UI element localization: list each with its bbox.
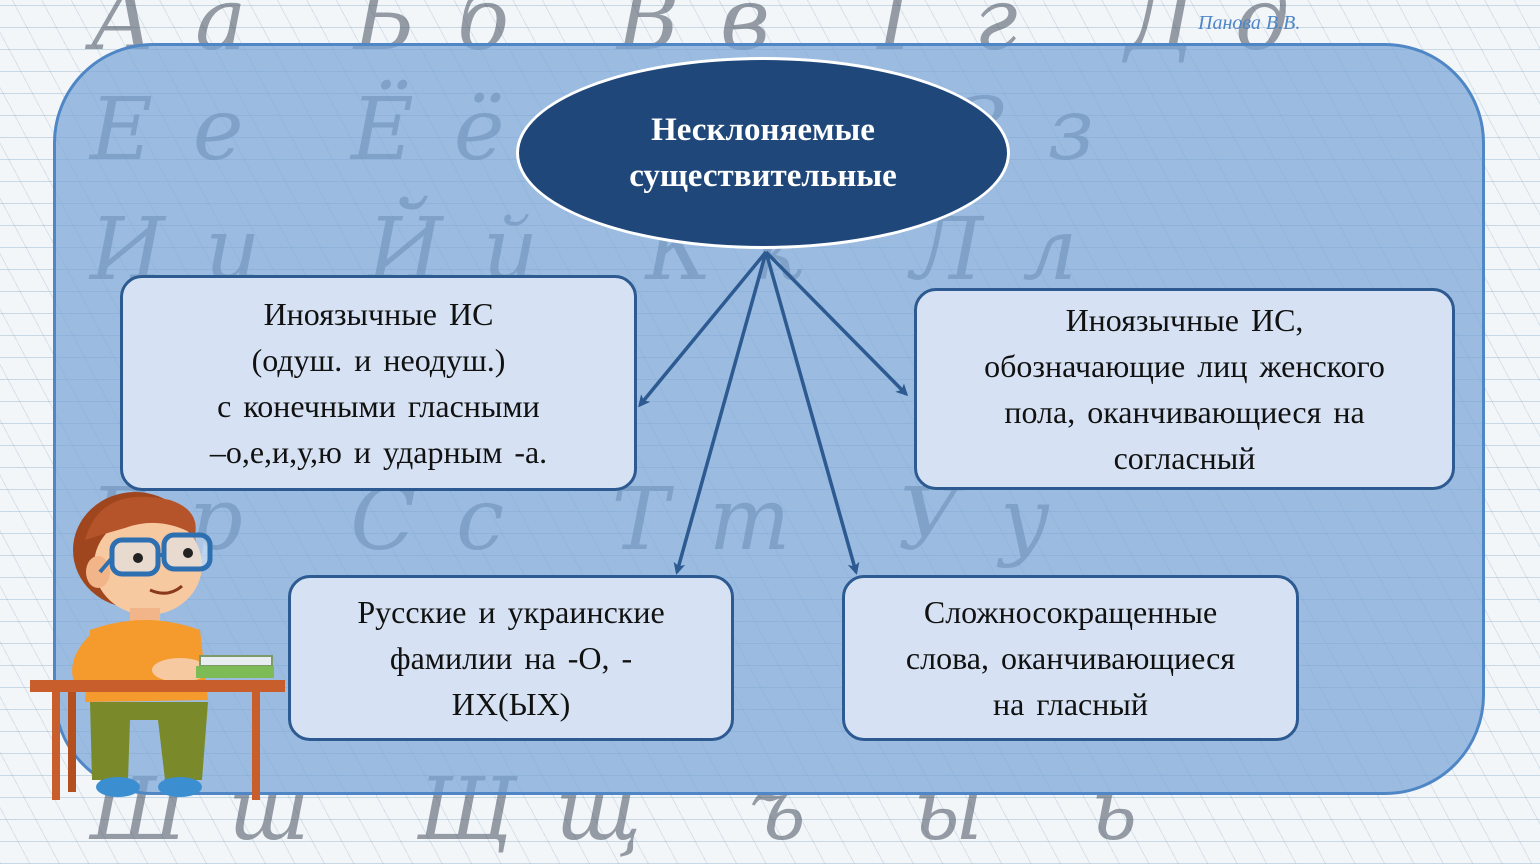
node-abbreviations-label: Сложносокращенные слова, оканчивающиеся … (905, 594, 1236, 722)
node-foreign-vowel-endings-label: Иноязычные ИС (одуш. и неодуш.) с конечн… (209, 296, 548, 470)
author-credit: Панова В.В. (1198, 12, 1301, 34)
boy-at-desk-illustration (30, 492, 285, 800)
root-node: Несклоняемые существительные (516, 57, 1010, 249)
node-abbreviations: Сложносокращенные слова, оканчивающиеся … (842, 575, 1299, 741)
arrow-to-bottom-left (673, 251, 768, 575)
node-foreign-female-names: Иноязычные ИС, обозначающие лиц женского… (914, 288, 1455, 490)
arrow-to-right (764, 250, 909, 397)
node-foreign-vowel-endings: Иноязычные ИС (одуш. и неодуш.) с конечн… (120, 275, 637, 491)
node-foreign-female-names-label: Иноязычные ИС, обозначающие лиц женского… (984, 302, 1385, 476)
root-node-label: Несклоняемые существительные (629, 112, 897, 194)
arrow-to-left (638, 250, 768, 408)
node-surnames: Русские и украинские фамилии на -О, - ИХ… (288, 575, 734, 741)
node-surnames-label: Русские и украинские фамилии на -О, - ИХ… (357, 594, 665, 722)
arrow-to-bottom-right (764, 251, 860, 575)
